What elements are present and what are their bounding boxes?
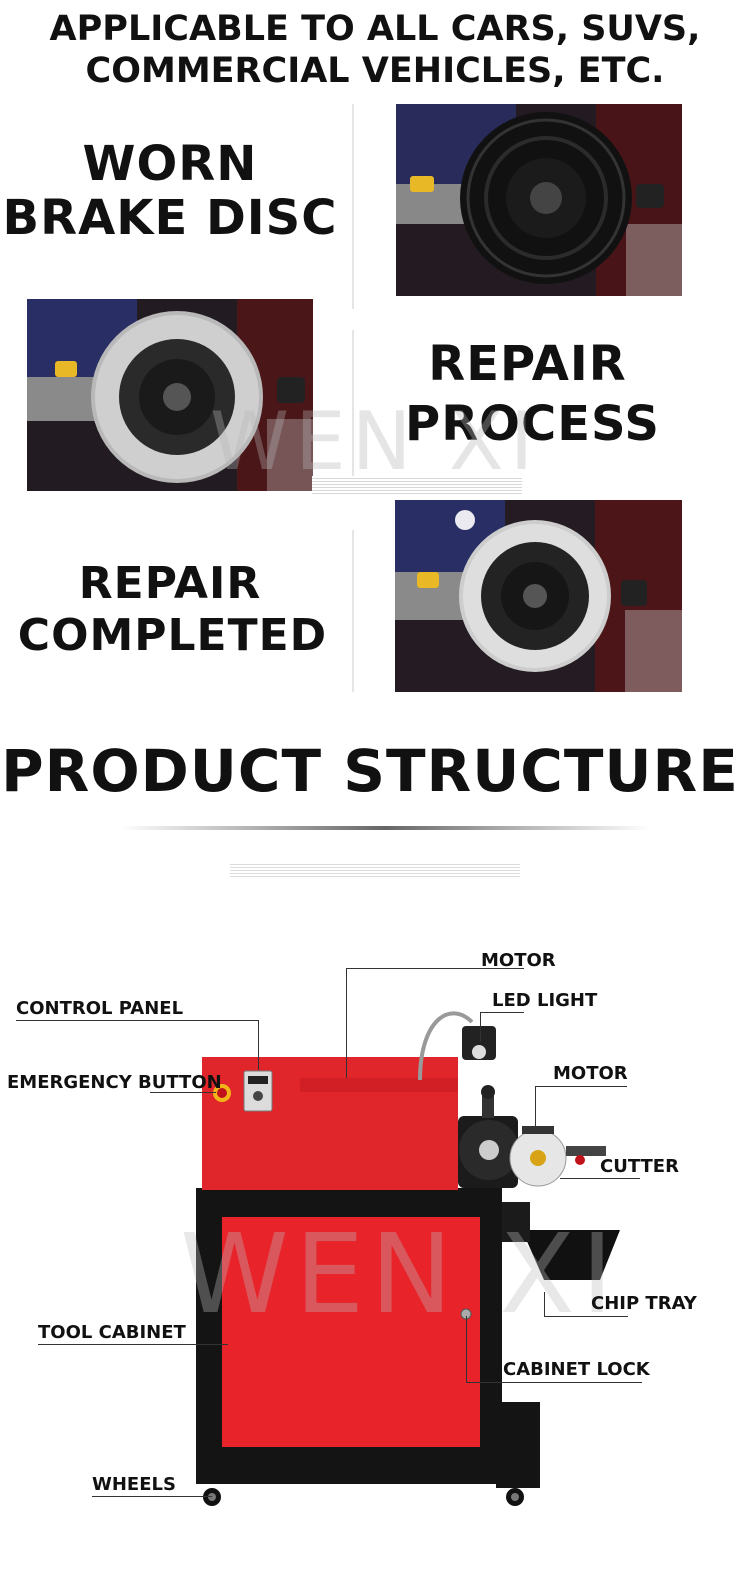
watermark-bottom: WEN XI [180,1210,620,1338]
leader-led [480,1012,481,1042]
leader-chip-tray [544,1316,628,1317]
leader-motor-top [346,968,524,969]
label-tool-cabinet: TOOL CABINET [38,1322,186,1343]
fine-print [230,862,520,878]
header-line-2: COMMERCIAL VEHICLES, ETC. [85,51,665,91]
leader-cabinet-lock [466,1316,467,1382]
completed-disc-photo [395,500,682,692]
label-chip-tray: CHIP TRAY [591,1293,697,1314]
leader-cutter [560,1178,640,1179]
label-emergency-button: EMERGENCY BUTTON [7,1072,222,1093]
leader-led [480,1012,524,1013]
leader-control-panel [258,1020,259,1070]
leader-emergency [150,1092,216,1093]
header-line-1: APPLICABLE TO ALL CARS, SUVS, [49,9,701,49]
leader-motor-side [535,1086,627,1087]
leader-motor-top [346,968,347,1078]
process-title-line-1: REPAIR [428,336,627,392]
divider-line [352,530,354,692]
completed-title-line-2: COMPLETED [17,610,328,661]
fine-print [312,476,522,496]
label-control-panel: CONTROL PANEL [16,998,184,1019]
structure-title: PRODUCT STRUCTURE [1,737,739,805]
machine-illustration [0,940,750,1520]
label-cabinet-lock: CABINET LOCK [503,1359,650,1380]
label-wheels: WHEELS [92,1474,176,1495]
title-underline [120,826,650,830]
process-disc-photo [27,299,313,491]
leader-wheels [92,1496,212,1497]
worn-title-line-1: WORN [82,136,258,192]
label-cutter: CUTTER [600,1156,679,1177]
divider-line [352,104,354,309]
label-motor-side: MOTOR [553,1063,628,1084]
label-motor-top: MOTOR [481,950,556,971]
watermark-mid: WEN XI [210,395,540,488]
divider-line [352,330,354,495]
worn-title-line-2: BRAKE DISC [2,190,338,246]
leader-tool-cabinet [38,1344,228,1345]
leader-cabinet-lock [466,1382,642,1383]
leader-chip-tray [544,1292,545,1316]
worn-disc-photo [396,104,682,296]
completed-title-line-1: REPAIR [78,558,262,609]
label-led-light: LED LIGHT [492,990,598,1011]
leader-control-panel [16,1020,258,1021]
process-title-line-2: PROCESS [405,396,660,452]
leader-motor-side [535,1086,536,1126]
